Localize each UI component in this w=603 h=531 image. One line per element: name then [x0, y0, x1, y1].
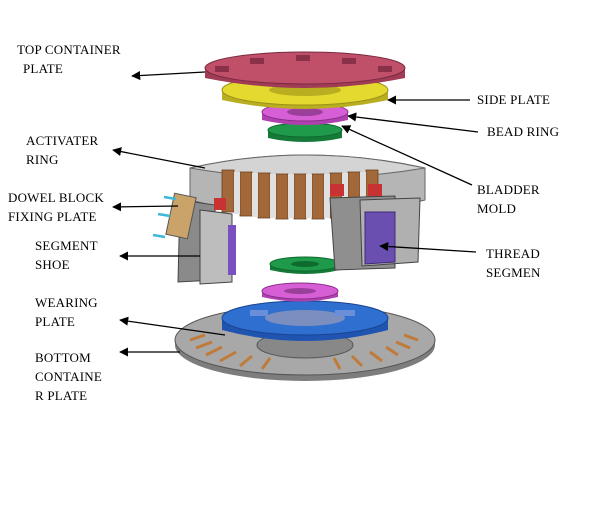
dowel-pins [152, 195, 177, 239]
label-side-plate: SIDE PLATE [477, 92, 551, 107]
upper-green-ring [267, 122, 343, 142]
label-dowel-block: DOWEL BLOCK FIXING PLATE [8, 190, 104, 224]
lower-magenta-ring [261, 282, 339, 302]
label-wearing-plate: WEARING PLATE [35, 295, 98, 329]
top-container-plate [204, 51, 406, 88]
arrow-top-container-plate [131, 71, 206, 81]
arrow-dowel-block [112, 202, 179, 212]
arrow-thread-segmen [379, 241, 477, 253]
arrow-bead-ring [347, 112, 479, 133]
label-bottom-container-plate: BOTTOM CONTAINE R PLATE [35, 350, 102, 403]
label-bead-ring: BEAD RING [487, 124, 560, 139]
wearing-plate [221, 300, 389, 341]
label-bladder-mold: BLADDER MOLD [477, 182, 540, 216]
label-segment-shoe: SEGMENT SHOE [35, 238, 98, 272]
lower-green-ring [269, 256, 341, 274]
segment-shoe-left [165, 192, 236, 285]
label-top-container-plate: TOP CONTAINER PLATE [17, 42, 121, 76]
thread-segment-right [329, 184, 421, 271]
leader-lines [112, 71, 479, 357]
arrow-bladder-mold [341, 125, 473, 186]
label-activater-ring: ACTIVATER RING [26, 133, 99, 167]
arrow-wearing-plate [119, 316, 226, 336]
label-thread-segmen: THREAD SEGMEN [486, 246, 541, 280]
arrow-activater-ring [112, 147, 206, 169]
